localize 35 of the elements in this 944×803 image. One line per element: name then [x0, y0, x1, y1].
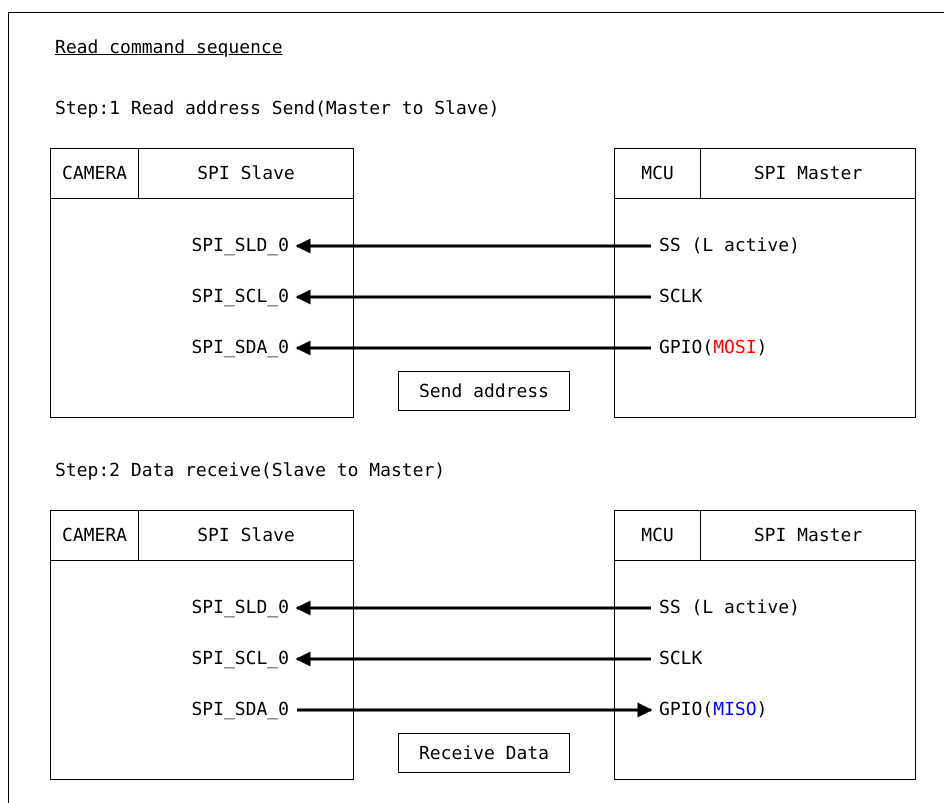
slave-module-box	[50, 510, 354, 780]
role-name-cell: SPI Slave	[139, 149, 353, 199]
signal-arrow	[297, 702, 652, 718]
signal-name: SS (L active)	[659, 234, 800, 258]
role-name-cell: SPI Master	[701, 149, 915, 199]
signal-arrow	[296, 652, 651, 666]
signal-name: SS (L active)	[659, 596, 800, 620]
signal-name: SPI_SCL_0	[191, 647, 289, 671]
signal-name: SPI_SLD_0	[191, 234, 289, 258]
role-name-cell: SPI Slave	[139, 511, 353, 561]
signal-name: GPIO(MISO)	[659, 698, 768, 722]
device-name-cell: CAMERA	[51, 511, 139, 561]
signal-arrow	[296, 340, 651, 356]
master-module-box	[614, 510, 916, 780]
slave-module-box	[50, 148, 354, 418]
signal-name: SPI_SCL_0	[191, 285, 289, 309]
master-module-box	[614, 148, 916, 418]
signal-name: SPI_SDA_0	[191, 336, 289, 360]
step-note-box: Receive Data	[398, 733, 570, 773]
diagram-title: Read command sequence	[55, 37, 283, 58]
device-name-cell: MCU	[615, 511, 701, 561]
signal-name: SCLK	[659, 285, 702, 309]
signal-name: SCLK	[659, 647, 702, 671]
signal-arrow	[296, 238, 651, 254]
step-heading: Step:1 Read address Send(Master to Slave)	[55, 98, 500, 119]
step-heading: Step:2 Data receive(Slave to Master)	[55, 460, 446, 481]
signal-name: SPI_SDA_0	[191, 698, 289, 722]
signal-name: GPIO(MOSI)	[659, 336, 768, 360]
signal-name: SPI_SLD_0	[191, 596, 289, 620]
signal-arrow	[296, 290, 651, 304]
device-name-cell: MCU	[615, 149, 701, 199]
step-note-box: Send address	[398, 371, 570, 411]
device-name-cell: CAMERA	[51, 149, 139, 199]
role-name-cell: SPI Master	[701, 511, 915, 561]
signal-arrow	[296, 600, 651, 616]
